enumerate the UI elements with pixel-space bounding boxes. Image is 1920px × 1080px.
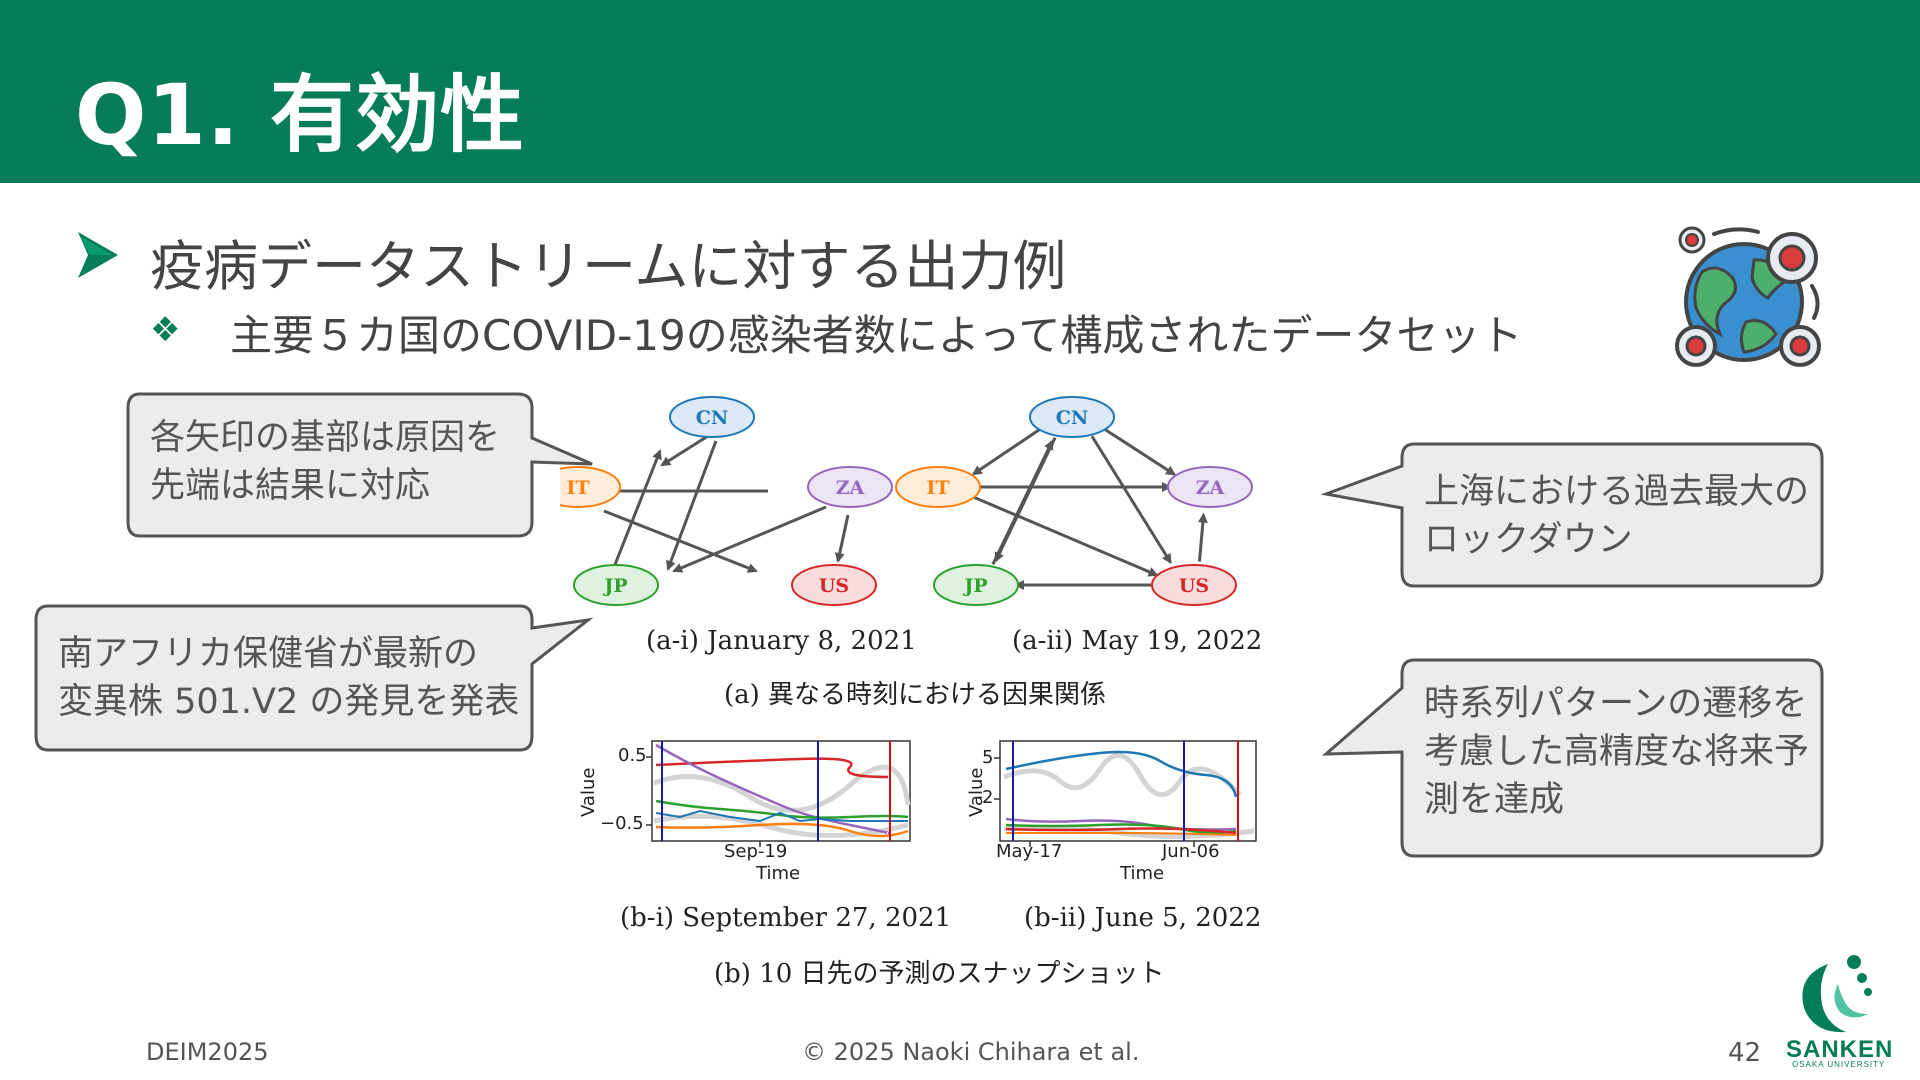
causal-edge-cn-it (971, 426, 1043, 476)
causal-graph-may-2022 (969, 426, 1208, 590)
plot-b2-ytick-top: 5 (982, 747, 994, 768)
callout-line: 時系列パターンの遷移を (1424, 684, 1808, 724)
bullet-main-text: 疫病データストリームに対する出力例 (150, 235, 1067, 298)
callout-bubble (34, 604, 594, 752)
graph-node-label-a2-jp: JP (962, 575, 987, 597)
plot-b2-ytick-bottom: 2 (982, 787, 994, 808)
graph-node-a1-za (807, 466, 893, 508)
diamond-bullet-icon: ❖ (150, 310, 181, 350)
callout-line: 南アフリカ保健省が最新の (58, 634, 479, 674)
callout-line: 変異株 501.V2 の発見を発表 (58, 682, 520, 722)
plot-b2-xlabel: Time (1120, 863, 1165, 884)
caption-plot-b2: (b-ii) June 5, 2022 (1024, 903, 1262, 933)
graph-node-label-a2-cn: CN (1056, 407, 1089, 429)
causal-edge-it-us (969, 494, 1159, 577)
graph-node-a2-za (1167, 466, 1253, 508)
graph-node-a1-jp (573, 564, 659, 606)
plot-b1-ylabel: Value (578, 767, 599, 817)
caption-group-b: (b) 10 日先の予測のスナップショット (714, 959, 1165, 989)
causal-graph-jan-2021 (598, 434, 850, 573)
callout-bubble (1320, 442, 1824, 588)
callout-forecast-accuracy: 時系列パターンの遷移を 考慮した高精度な将来予 測を達成 (1321, 658, 1826, 862)
caption-group-a: (a) 異なる時刻における因果関係 (724, 680, 1107, 710)
graph-node-a2-us (1151, 564, 1237, 606)
callout-bubble (126, 392, 593, 538)
logo-name: SANKEN (1786, 1036, 1894, 1063)
virus-globe-icon (1675, 226, 1821, 367)
footer-page-number: 42 (1728, 1038, 1762, 1068)
causal-edge-cn-za (1101, 426, 1177, 476)
callout-za-variant: 南アフリカ保健省が最新の 変異株 501.V2 の発見を発表 (34, 604, 594, 756)
sanken-logo: SANKEN OSAKA UNIVERSITY (1782, 954, 1898, 1072)
sanken-logo-mark (1802, 955, 1872, 1033)
graph-node-label-a2-it: IT (926, 477, 949, 499)
graph-node-a2-it (895, 466, 981, 508)
bullet-main: 疫病データストリームに対する出力例 (78, 222, 1578, 298)
callout-bubble (1321, 658, 1824, 858)
causal-edge-cn-us (1090, 435, 1172, 565)
graph-node-a2-cn (1029, 396, 1115, 438)
plot-b1-ytick-bottom: −0.5 (600, 813, 644, 834)
caption-plot-b1: (b-i) September 27, 2021 (620, 903, 952, 933)
graph-node-label-a2-za: ZA (1196, 477, 1225, 499)
forecast-plot-jun-2022 (994, 740, 1257, 847)
callout-line: 各矢印の基部は原因を (150, 418, 501, 458)
callout-line: ロックダウン (1424, 520, 1633, 560)
callout-line: 先端は結果に対応 (150, 466, 431, 506)
plot-b2-xtick-2: Jun-06 (1162, 841, 1220, 862)
bullet-sub-text: 主要５カ国のCOVID-19の感染者数によって構成されたデータセット (230, 311, 1523, 360)
plot-b1-xtick: Sep-19 (724, 841, 788, 862)
caption-graph-a1: (a-i) January 8, 2021 (646, 626, 917, 656)
graph-node-label-a1-jp: JP (602, 575, 627, 597)
graph-node-label-a2-us: US (1179, 575, 1209, 597)
figure-panel: CN IT ZA JP US CN IT ZA JP US Value 0.5 −0.5 Sep-… (535, 385, 1300, 995)
footer-copyright: © 2025 Naoki Chihara et al. (802, 1038, 1140, 1066)
causal-edge-jp-cn (991, 439, 1054, 565)
graph-node-label-a1-cn: CN (696, 407, 729, 429)
forecast-plot-sep-2021 (646, 740, 911, 847)
logo-subtitle: OSAKA UNIVERSITY (1792, 1060, 1886, 1069)
virus-topright (1766, 232, 1818, 284)
plot-b2-xtick-1: May-17 (996, 841, 1063, 862)
bullet-sub: ❖ 主要５カ国のCOVID-19の感染者数によって構成されたデータセット (150, 302, 1600, 360)
graph-node-label-a1-us: US (819, 575, 849, 597)
graph-node-label-a1-it: IT (566, 477, 589, 499)
caption-graph-a2: (a-ii) May 19, 2022 (1012, 626, 1263, 656)
graph-node-a1-us (791, 564, 877, 606)
graph-node-a1-cn (669, 396, 755, 438)
slide-header: Q1. 有効性 (0, 0, 1920, 183)
callout-line: 測を達成 (1424, 780, 1565, 820)
callout-line: 上海における過去最大の (1424, 472, 1810, 512)
graph-node-a2-jp (933, 564, 1019, 606)
footer-conference: DEIM2025 (146, 1038, 269, 1066)
callout-line: 考慮した高精度な将来予 (1424, 732, 1810, 772)
figure-graphics: CN IT ZA JP US CN IT ZA JP US (535, 396, 1257, 847)
causal-edge-us-za (1197, 512, 1208, 562)
callout-arrow-meaning: 各矢印の基部は原因を 先端は結果に対応 (126, 392, 596, 542)
graph-node-label-a1-za: ZA (836, 477, 865, 499)
arrow-bullet-icon (78, 232, 118, 278)
slide-title: Q1. 有効性 (75, 66, 526, 164)
callout-shanghai-lockdown: 上海における過去最大の ロックダウン (1320, 442, 1826, 592)
plot-b1-xlabel: Time (756, 863, 801, 884)
plot-b1-ytick-top: 0.5 (618, 745, 647, 766)
